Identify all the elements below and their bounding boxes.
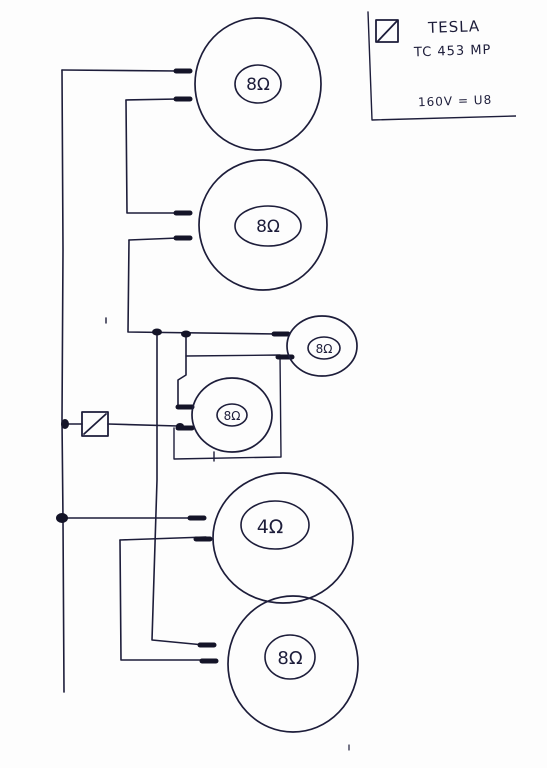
- junction-line: [127, 239, 279, 335]
- speaker-impedance-label: 8Ω: [224, 409, 241, 423]
- speaker-inner-ring: [240, 500, 310, 550]
- speaker-inner-ring: [216, 403, 248, 427]
- speaker-inner-ring: [264, 634, 316, 680]
- junction-dot: [152, 328, 162, 336]
- speaker-impedance-label: 8Ω: [277, 648, 302, 669]
- main-bus-line: [61, 69, 65, 693]
- speaker-outer-ring: [194, 17, 322, 151]
- branch-line-a: [177, 333, 187, 408]
- return-line-4ohm: [119, 536, 207, 541]
- speaker-6: 8Ω: [227, 595, 359, 733]
- speaker-5: 4Ω: [212, 472, 354, 604]
- junction-dot: [61, 419, 69, 429]
- speaker-3: 8Ω: [286, 315, 358, 377]
- speaker-outer-ring: [227, 595, 359, 733]
- speaker-1: 8Ω: [194, 17, 322, 151]
- sub-loop-line: [173, 354, 282, 460]
- speaker-impedance-label: 8Ω: [246, 75, 270, 95]
- link-line-b: [125, 99, 179, 214]
- legend-border: [367, 11, 516, 121]
- speaker-outer-ring: [286, 315, 358, 377]
- speaker-impedance-label: 8Ω: [316, 342, 333, 356]
- speaker-2: 8Ω: [198, 159, 328, 291]
- legend-frame: [367, 11, 516, 121]
- speaker-inner-ring: [234, 64, 282, 104]
- link-line-c: [128, 237, 179, 241]
- speaker-outer-ring: [191, 377, 273, 453]
- link-line-a: [125, 98, 179, 101]
- speaker-inner-ring: [234, 205, 302, 247]
- speaker-outer-ring: [212, 472, 354, 604]
- top-feed-line: [61, 69, 179, 72]
- legend-box: TESLA TC 453 MP 160V = U8: [366, 10, 516, 124]
- speaker-4: 8Ω: [191, 377, 273, 453]
- speaker-impedance-label: 8Ω: [256, 217, 280, 237]
- speaker-inner-ring: [307, 336, 341, 360]
- link-line-bottom: [119, 539, 207, 661]
- speaker-impedance-label: 4Ω: [257, 516, 284, 538]
- transformer-icon: [81, 411, 109, 437]
- speaker-outer-ring: [198, 159, 328, 291]
- junction-dot: [56, 513, 68, 523]
- second-bus-line: [151, 331, 205, 646]
- speaker-terminals: [173, 68, 295, 664]
- transformer-legend-icon: [375, 19, 399, 43]
- junction-dot: [181, 330, 191, 338]
- transformer-output-line: [107, 423, 179, 427]
